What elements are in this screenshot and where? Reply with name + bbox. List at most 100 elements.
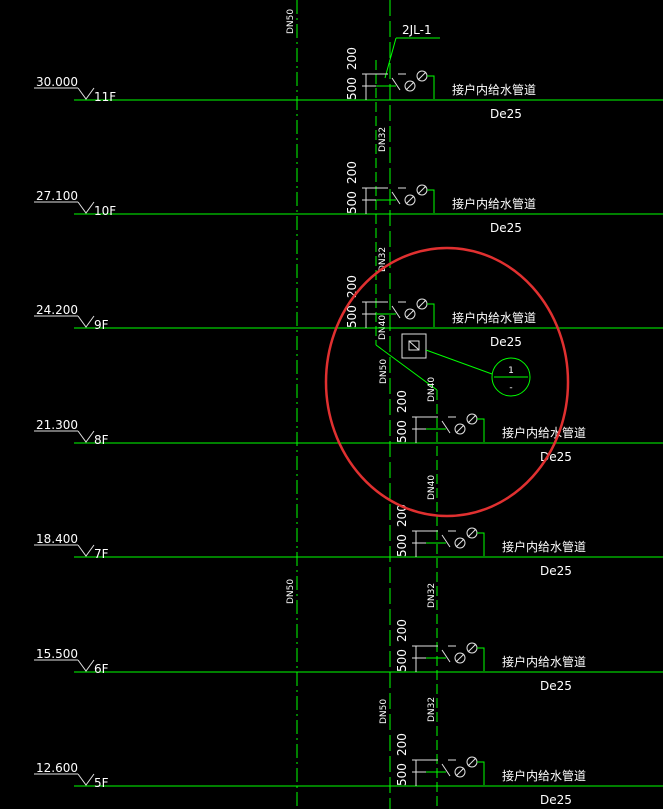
elevation-label: 21.300 bbox=[36, 418, 78, 432]
riser-tag: 2JL-1 bbox=[384, 23, 440, 79]
valve-symbol bbox=[441, 420, 451, 434]
callout-bubble bbox=[491, 357, 531, 397]
meter-slash bbox=[467, 643, 477, 653]
trunk-size-label-top: DN50 bbox=[286, 9, 296, 34]
meter-slash bbox=[455, 653, 465, 663]
elevation-triangle bbox=[77, 315, 95, 328]
dim-upper: 200 bbox=[395, 619, 409, 642]
meter-icon bbox=[454, 766, 466, 778]
branch-size: De25 bbox=[540, 679, 572, 693]
vertical-pipes bbox=[296, 0, 438, 809]
meter-slash bbox=[455, 538, 465, 548]
callout-leader bbox=[425, 349, 493, 375]
branch-label: 接户内给水管道 bbox=[502, 654, 586, 669]
valve-symbol bbox=[391, 77, 401, 91]
dim-upper: 200 bbox=[345, 275, 359, 298]
branch-size: De25 bbox=[540, 793, 572, 807]
detail-callout: 1 - bbox=[401, 333, 531, 397]
dim-lower: 500 bbox=[345, 191, 359, 214]
dim-lower: 500 bbox=[345, 305, 359, 328]
branch-size-label-6: DN32 bbox=[427, 583, 437, 608]
elevation-triangle bbox=[77, 773, 95, 786]
riser-size-label-b: DN50 bbox=[379, 699, 389, 724]
branch-label: 接户内给水管道 bbox=[452, 310, 536, 325]
floor-label: 11F bbox=[94, 90, 116, 104]
riser-size-label-a: DN50 bbox=[379, 359, 389, 384]
branch-size-label-1: DN32 bbox=[378, 127, 388, 152]
branch-size: De25 bbox=[490, 107, 522, 121]
dim-upper: 200 bbox=[395, 504, 409, 527]
valve-symbol bbox=[391, 191, 401, 205]
floor-label: 6F bbox=[94, 662, 109, 676]
dim-lower: 500 bbox=[345, 77, 359, 100]
outlet-pipe bbox=[477, 761, 485, 785]
branch-size-label-4: DN40 bbox=[427, 377, 437, 402]
meter-slash bbox=[405, 195, 415, 205]
floor-row: 30.000 11F 200 500 接户内给水管道 De25 bbox=[34, 47, 663, 121]
elevation-label: 30.000 bbox=[36, 75, 78, 89]
meter-slash bbox=[467, 757, 477, 767]
meter-slash bbox=[455, 767, 465, 777]
outlet-pipe bbox=[427, 189, 435, 213]
valve-symbol bbox=[441, 649, 451, 663]
outlet-pipe bbox=[427, 303, 435, 327]
meter-box-icon bbox=[401, 333, 427, 359]
meter-slash bbox=[417, 185, 427, 195]
dim-lower: 500 bbox=[395, 763, 409, 786]
dim-lower: 500 bbox=[395, 649, 409, 672]
elevation-label: 18.400 bbox=[36, 532, 78, 546]
branch-label: 接户内给水管道 bbox=[502, 425, 586, 440]
meter-icon bbox=[454, 423, 466, 435]
meter-box-mark bbox=[408, 340, 420, 351]
branch-size-label-3: DN40 bbox=[378, 315, 388, 340]
meter-slash bbox=[455, 424, 465, 434]
branch-label: 接户内给水管道 bbox=[452, 82, 536, 97]
branch-label: 接户内给水管道 bbox=[452, 196, 536, 211]
dim-lower: 500 bbox=[395, 534, 409, 557]
branch-label: 接户内给水管道 bbox=[502, 539, 586, 554]
elevation-triangle bbox=[77, 544, 95, 557]
meter-slash bbox=[417, 71, 427, 81]
meter-slash bbox=[467, 528, 477, 538]
valve-symbol bbox=[441, 534, 451, 548]
elevation-triangle bbox=[77, 87, 95, 100]
dim-upper: 200 bbox=[345, 47, 359, 70]
branch-size: De25 bbox=[490, 335, 522, 349]
meter-slash bbox=[405, 309, 415, 319]
meter-box-inner bbox=[408, 340, 420, 351]
meter-icon bbox=[404, 308, 416, 320]
callout-number: 1 bbox=[508, 366, 514, 376]
riser-label: 2JL-1 bbox=[402, 23, 432, 37]
valve-symbol bbox=[441, 763, 451, 777]
dim-upper: 200 bbox=[345, 161, 359, 184]
elevation-triangle bbox=[77, 659, 95, 672]
meter-slash bbox=[417, 299, 427, 309]
meter-icon bbox=[454, 537, 466, 549]
elevation-label: 15.500 bbox=[36, 647, 78, 661]
meter-slash bbox=[405, 81, 415, 91]
branch-size: De25 bbox=[540, 564, 572, 578]
branch-size-label-7: DN32 bbox=[427, 697, 437, 722]
callout-sheet: - bbox=[509, 383, 512, 393]
branch-size: De25 bbox=[490, 221, 522, 235]
elevation-triangle bbox=[77, 201, 95, 214]
dim-upper: 200 bbox=[395, 733, 409, 756]
highlight-circle bbox=[324, 246, 570, 518]
floor-label: 8F bbox=[94, 433, 109, 447]
dim-lower: 500 bbox=[395, 420, 409, 443]
elevation-label: 12.600 bbox=[36, 761, 78, 775]
floor-label: 9F bbox=[94, 318, 109, 332]
meter-icon bbox=[404, 194, 416, 206]
meter-slash bbox=[467, 414, 477, 424]
floor-row: 15.500 6F 200 500 接户内给水管道 De25 bbox=[34, 619, 663, 693]
riser-offset bbox=[375, 344, 438, 391]
outlet-pipe bbox=[477, 532, 485, 556]
valve-symbol bbox=[391, 305, 401, 319]
branch-size-label-2: DN32 bbox=[378, 247, 388, 272]
